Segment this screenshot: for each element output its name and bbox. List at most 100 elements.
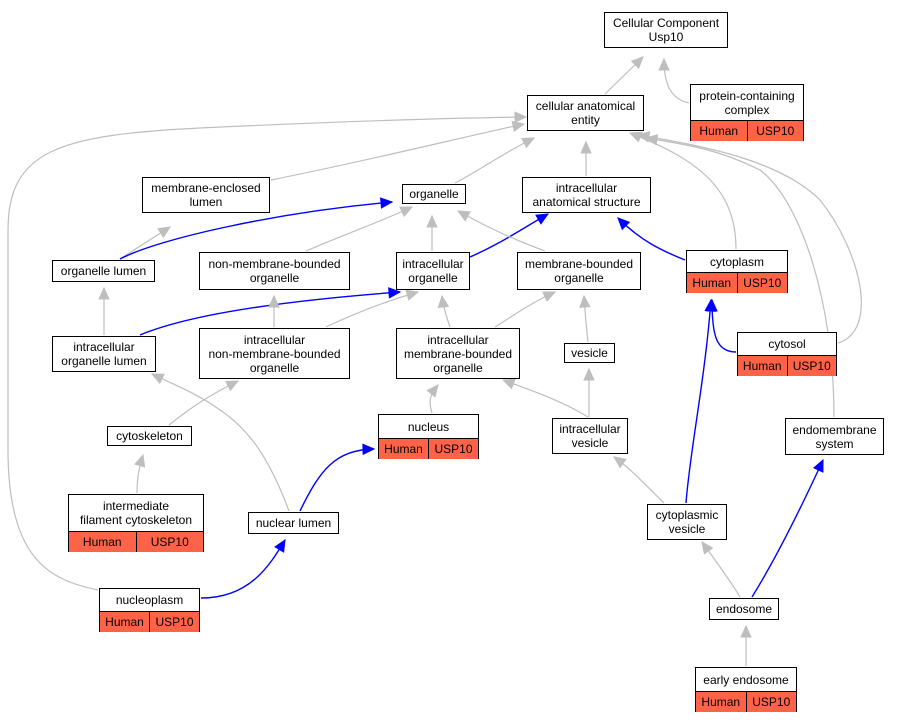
node-intracellular-membrane-bounded-organelle[interactable]: intracellular membrane-bounded organelle	[396, 328, 520, 379]
edge-nucleoplasm-to-nuclear_lumen	[200, 539, 286, 599]
edge-cytosol-to-cellular_anatomical_entity	[637, 134, 862, 344]
arrowhead-intracellular_vesicle-to-intracellular_membrane_bounded_organelle	[501, 378, 516, 390]
arrowhead-early_endosome-to-endosome	[740, 624, 752, 638]
edge-cytoplasmic_vesicle-to-cytoplasm	[685, 299, 712, 504]
arrowhead-non_membrane_bounded_organelle-to-organelle	[399, 206, 414, 218]
node-label: intracellular organelle lumen	[61, 340, 147, 368]
node-cytoskeleton[interactable]: cytoskeleton	[107, 426, 192, 446]
arrowhead-nuclear_lumen-to-intracellular_organelle_lumen	[150, 373, 165, 385]
gene-label: USP10	[745, 692, 797, 712]
arrowhead-intracellular_vesicle-to-vesicle	[583, 367, 595, 381]
arrowhead-intracellular_anatomical_structure-to-cellular_anatomical_entity	[580, 140, 592, 154]
species-label: Human	[742, 359, 782, 373]
node-intracellular-non-membrane-bounded-organelle[interactable]: intracellular non-membrane-bounded organ…	[199, 328, 350, 379]
node-label: intracellular anatomical structure	[532, 181, 641, 209]
node-cellular-component[interactable]: Cellular Component Usp10	[604, 12, 728, 48]
node-endomembrane-system[interactable]: endomembrane system	[785, 418, 884, 455]
arrowhead-organelle-to-cellular_anatomical_entity	[521, 137, 536, 149]
arrowhead-intracellular_organelle_lumen-to-organelle_lumen	[98, 286, 110, 300]
arrowhead-intermediate_filament_cytoskeleton-to-cytoskeleton	[134, 453, 146, 468]
node-label: membrane-enclosed lumen	[151, 181, 261, 209]
species-label: Human	[701, 695, 741, 709]
species-label: Human	[699, 124, 739, 138]
arrowhead-intracellular_non_membrane_bounded_organelle-to-intracellular_organelle	[405, 289, 420, 301]
node-organelle[interactable]: organelle	[402, 184, 466, 204]
arrowhead-intracellular_organelle-to-intracellular_anatomical_structure	[535, 213, 550, 225]
node-endosome[interactable]: endosome	[709, 598, 779, 620]
edge-non_membrane_bounded_organelle-to-organelle	[305, 206, 413, 252]
node-label: non-membrane-bounded organelle	[208, 257, 341, 285]
arrowhead-cytoplasmic_vesicle-to-intracellular_vesicle	[613, 456, 627, 469]
edge-membrane_bounded_organelle-to-organelle	[457, 210, 546, 252]
species-label: Human	[82, 535, 122, 549]
gene-label: USP10	[149, 612, 199, 632]
species-label: Human	[384, 442, 423, 456]
node-cytoplasmic-vesicle[interactable]: cytoplasmic vesicle	[647, 504, 727, 540]
node-intracellular-organelle[interactable]: intracellular organelle	[396, 252, 470, 290]
node-label: intracellular membrane-bounded organelle	[403, 332, 513, 375]
gene-label: USP10	[736, 273, 788, 293]
node-label: intracellular organelle	[402, 257, 464, 285]
arrowhead-cytoplasmic_vesicle-to-cytoplasm	[704, 298, 716, 312]
node-label: organelle	[409, 187, 459, 201]
arrowhead-organelle_lumen-to-membrane_enclosed_lumen	[157, 226, 172, 239]
node-non-membrane-bounded-organelle[interactable]: non-membrane-bounded organelle	[199, 252, 350, 290]
node-label: intermediate filament cytoskeleton	[79, 499, 193, 527]
arrowhead-protein_containing_complex-to-cellular_component	[658, 57, 670, 71]
annotation-row: Human USP10	[69, 531, 203, 552]
arrowhead-nuclear_lumen-to-nucleus	[362, 443, 376, 456]
node-membrane-bounded-organelle[interactable]: membrane-bounded organelle	[517, 252, 641, 290]
annotation-row: Human USP10	[738, 355, 836, 376]
node-intracellular-organelle-lumen[interactable]: intracellular organelle lumen	[52, 336, 156, 372]
node-label: early endosome	[703, 672, 789, 687]
annotation-row: Human USP10	[100, 611, 199, 632]
node-membrane-enclosed-lumen[interactable]: membrane-enclosed lumen	[142, 177, 270, 213]
node-label: cytoplasm	[709, 254, 765, 269]
node-label: nucleus	[407, 419, 450, 434]
annotation-row: Human USP10	[379, 438, 478, 459]
arrowhead-intracellular_membrane_bounded_organelle-to-intracellular_organelle	[437, 294, 450, 309]
edge-organelle_lumen-to-organelle	[119, 201, 393, 260]
edge-nucleoplasm-to-cellular_anatomical_entity	[7, 116, 527, 591]
node-label: nuclear lumen	[255, 516, 332, 530]
node-intracellular-anatomical-structure[interactable]: intracellular anatomical structure	[522, 177, 651, 213]
node-label: cytosol	[768, 337, 806, 351]
node-cellular-anatomical-entity[interactable]: cellular anatomical entity	[527, 95, 644, 131]
node-label: cytoskeleton	[116, 429, 183, 443]
node-label: membrane-bounded organelle	[524, 257, 634, 285]
node-label: Cellular Component Usp10	[612, 16, 720, 44]
arrowhead-cytoplasm-to-intracellular_anatomical_structure	[617, 217, 631, 231]
arrowhead-organelle_lumen-to-organelle	[380, 197, 394, 209]
edge-endomembrane_system-to-cellular_anatomical_entity	[645, 137, 835, 418]
node-label: nucleoplasm	[115, 593, 184, 607]
node-label: protein-containing complex	[699, 88, 795, 117]
node-intracellular-vesicle[interactable]: intracellular vesicle	[552, 418, 628, 454]
arrowhead-membrane_bounded_organelle-to-organelle	[456, 210, 471, 222]
gene-label: USP10	[746, 121, 804, 141]
node-label: intracellular non-membrane-bounded organ…	[208, 332, 341, 375]
edge-intracellular_organelle_lumen-to-intracellular_organelle	[139, 291, 401, 336]
annotation-row: Human USP10	[691, 120, 803, 141]
edge-cytoskeleton-to-intracellular_non_membrane_bounded_organelle	[168, 380, 239, 426]
gene-label: USP10	[135, 532, 204, 552]
arrowhead-nucleus-to-intracellular_membrane_bounded_organelle	[426, 384, 439, 398]
node-vesicle[interactable]: vesicle	[564, 343, 615, 363]
node-organelle-lumen[interactable]: organelle lumen	[52, 260, 155, 282]
gene-label: USP10	[428, 439, 478, 459]
node-nuclear-lumen[interactable]: nuclear lumen	[248, 512, 339, 534]
species-label: Human	[105, 615, 144, 629]
edge-nuclear_lumen-to-intracellular_organelle_lumen	[151, 373, 290, 512]
arrowhead-endosome-to-endomembrane_system	[812, 458, 824, 473]
gene-label: USP10	[786, 356, 837, 376]
node-label: cytoplasmic vesicle	[655, 508, 719, 536]
